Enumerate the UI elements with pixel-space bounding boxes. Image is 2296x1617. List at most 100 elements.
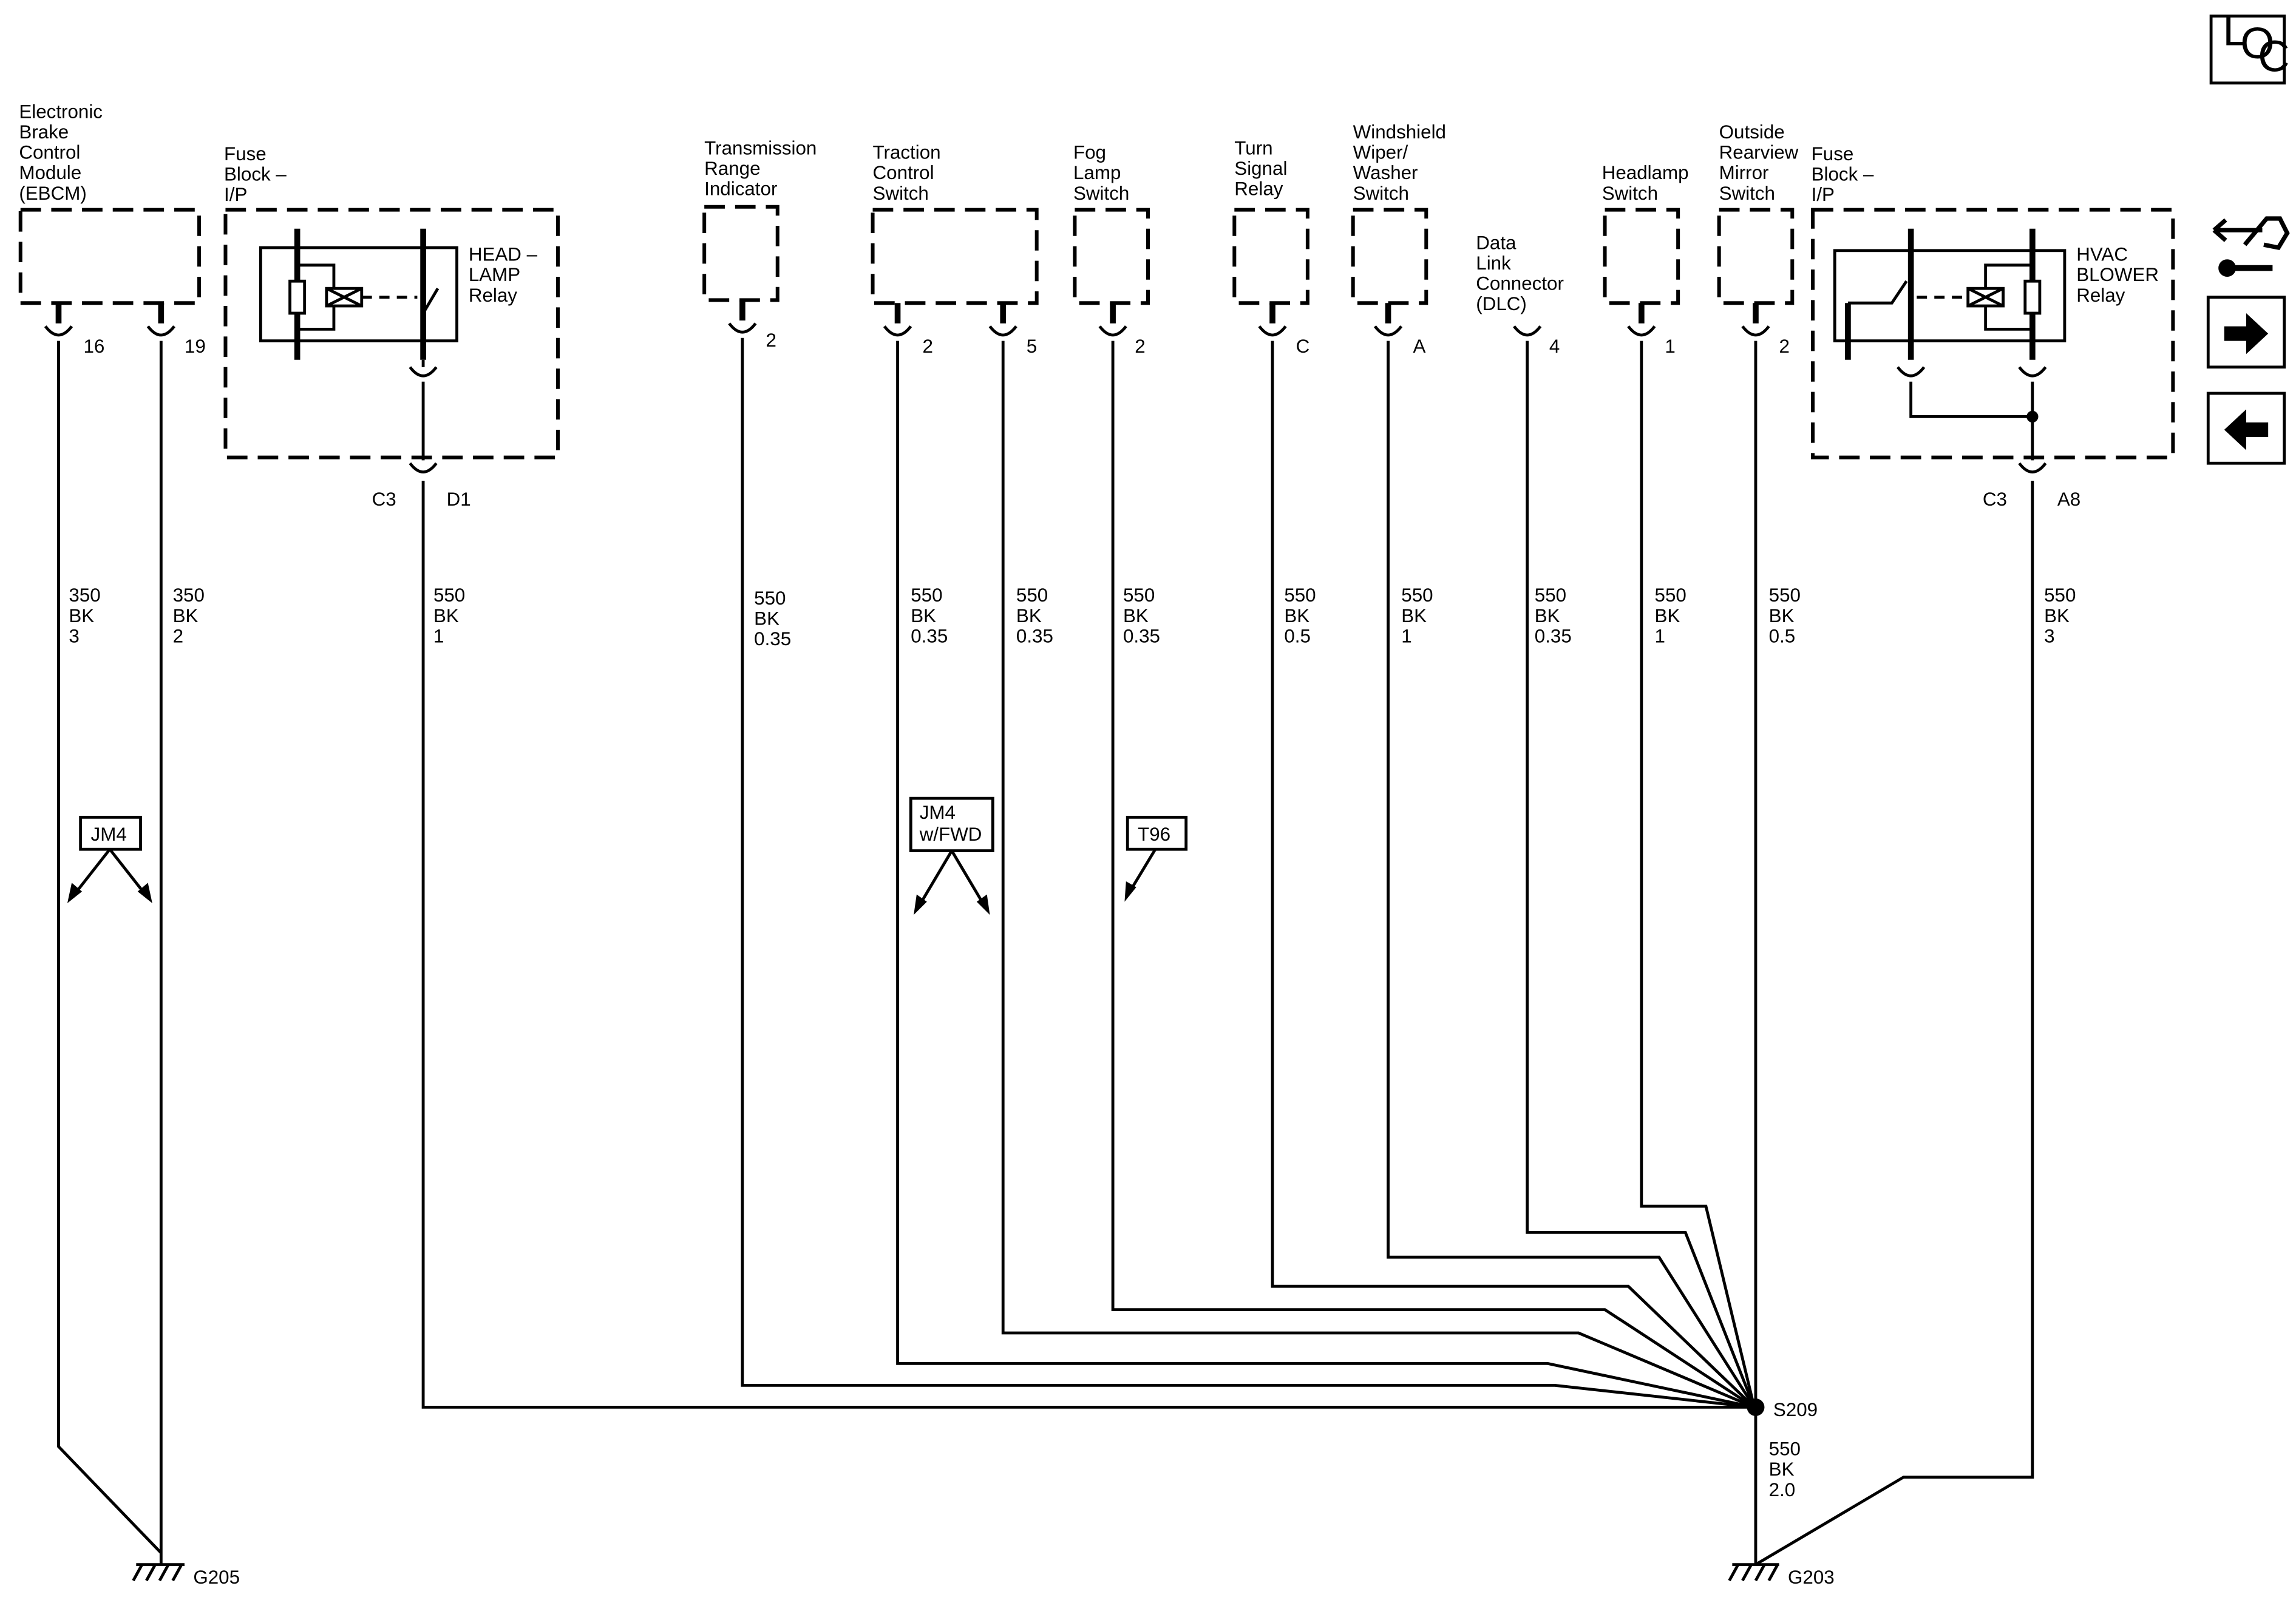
svg-text:0.35: 0.35 xyxy=(911,625,948,646)
svg-text:550: 550 xyxy=(1284,585,1316,606)
svg-text:HVAC: HVAC xyxy=(2076,244,2128,265)
svg-text:550: 550 xyxy=(1769,1439,1801,1460)
svg-text:BK: BK xyxy=(1284,605,1309,626)
svg-text:Connector: Connector xyxy=(1476,273,1564,294)
pin-traction-2: 2 xyxy=(923,336,933,357)
headlamp-switch-box xyxy=(1603,208,1680,305)
fog-lamp-label: Fog Lamp Switch xyxy=(1073,142,1129,204)
svg-text:2.0: 2.0 xyxy=(1769,1479,1796,1500)
svg-text:Relay: Relay xyxy=(1234,178,1283,200)
loc-letter-c: C xyxy=(2258,33,2289,81)
svg-text:1: 1 xyxy=(1655,625,1665,646)
svg-text:Lamp: Lamp xyxy=(1073,162,1121,183)
pin-ebcm-19: 19 xyxy=(185,336,206,357)
fuse-block-left-label: Fuse Block – I/P xyxy=(224,143,287,205)
svg-text:550: 550 xyxy=(754,588,786,609)
wiper-washer-label: Windshield Wiper/ Washer Switch xyxy=(1353,121,1446,204)
svg-text:0.35: 0.35 xyxy=(1535,625,1572,646)
hvac-relay-label: HVAC BLOWER Relay xyxy=(2076,244,2159,306)
svg-text:550: 550 xyxy=(1123,585,1155,606)
svg-text:BK: BK xyxy=(69,605,94,626)
svg-text:Switch: Switch xyxy=(873,183,929,204)
next-page-button[interactable] xyxy=(2206,296,2286,369)
pin-trans: 2 xyxy=(766,330,776,351)
ebcm-label: Electronic Brake Control Module (EBCM) xyxy=(19,101,103,203)
svg-text:Fuse: Fuse xyxy=(1812,143,1854,164)
conn-right-c3: C3 xyxy=(1983,489,2007,510)
loc-letter-l: L xyxy=(2223,7,2247,55)
svg-text:Control: Control xyxy=(19,142,80,163)
connector-wrench-icon[interactable] xyxy=(2212,216,2290,277)
svg-text:BLOWER: BLOWER xyxy=(2076,264,2159,285)
svg-text:BK: BK xyxy=(1655,605,1680,626)
svg-text:Mirror: Mirror xyxy=(1719,162,1769,183)
turn-box xyxy=(1232,208,1309,305)
prev-page-button[interactable] xyxy=(2206,392,2286,465)
pin-mirror: 2 xyxy=(1779,336,1790,357)
svg-text:350: 350 xyxy=(69,585,100,606)
svg-text:BK: BK xyxy=(1401,605,1427,626)
svg-text:Rearview: Rearview xyxy=(1719,142,1799,163)
pin-wiper: A xyxy=(1413,336,1426,357)
svg-text:550: 550 xyxy=(1401,585,1433,606)
ground-g205-icon xyxy=(132,1563,185,1582)
pin-headlamp: 1 xyxy=(1665,336,1675,357)
headlamp-relay xyxy=(259,228,458,473)
svg-text:Signal: Signal xyxy=(1234,158,1287,179)
svg-text:BK: BK xyxy=(911,605,936,626)
fog-box xyxy=(1073,208,1150,305)
svg-text:0.35: 0.35 xyxy=(1016,625,1053,646)
svg-text:Traction: Traction xyxy=(873,142,941,163)
trans-range-box xyxy=(702,205,779,302)
svg-text:Block –: Block – xyxy=(224,164,287,185)
splice-s209 xyxy=(1747,1398,1765,1416)
svg-text:1: 1 xyxy=(1401,625,1411,646)
pin-fog: 2 xyxy=(1135,336,1145,357)
svg-text:JM4: JM4 xyxy=(91,824,127,845)
svg-text:I/P: I/P xyxy=(224,184,247,205)
svg-text:0.5: 0.5 xyxy=(1769,625,1796,646)
svg-text:550: 550 xyxy=(433,585,465,606)
loc-button[interactable]: L O C xyxy=(2209,7,2290,85)
svg-text:BK: BK xyxy=(1769,1459,1795,1480)
svg-text:Headlamp: Headlamp xyxy=(1602,162,1689,183)
svg-text:Relay: Relay xyxy=(2076,285,2125,306)
headlamp-switch-label: Headlamp Switch xyxy=(1602,162,1689,204)
svg-text:Transmission: Transmission xyxy=(704,137,817,158)
svg-text:Wiper/: Wiper/ xyxy=(1353,142,1408,163)
svg-text:Indicator: Indicator xyxy=(704,178,777,200)
svg-text:3: 3 xyxy=(2044,625,2054,646)
svg-text:HEAD –: HEAD – xyxy=(469,244,538,265)
svg-text:0.35: 0.35 xyxy=(1123,625,1160,646)
svg-text:Fuse: Fuse xyxy=(224,143,267,164)
svg-text:BK: BK xyxy=(1535,605,1560,626)
arrow-left-icon xyxy=(2224,409,2269,450)
svg-text:Windshield: Windshield xyxy=(1353,121,1446,143)
svg-text:Switch: Switch xyxy=(1719,183,1775,204)
fuse-block-right-box xyxy=(1811,208,2175,459)
svg-text:I/P: I/P xyxy=(1812,184,1835,205)
mirror-switch-label: Outside Rearview Mirror Switch xyxy=(1719,121,1799,204)
fuse-block-right-label: Fuse Block – I/P xyxy=(1812,143,1874,205)
svg-text:550: 550 xyxy=(1769,585,1801,606)
option-t96: T96 xyxy=(1124,816,1188,902)
svg-text:BK: BK xyxy=(754,608,779,629)
svg-text:JM4: JM4 xyxy=(920,802,956,823)
svg-text:Data: Data xyxy=(1476,232,1517,253)
svg-text:Relay: Relay xyxy=(469,285,518,306)
svg-text:550: 550 xyxy=(911,585,942,606)
wires xyxy=(57,337,2034,1566)
svg-text:Link: Link xyxy=(1476,253,1511,274)
traction-box xyxy=(871,208,1039,305)
traction-control-label: Traction Control Switch xyxy=(873,142,941,204)
